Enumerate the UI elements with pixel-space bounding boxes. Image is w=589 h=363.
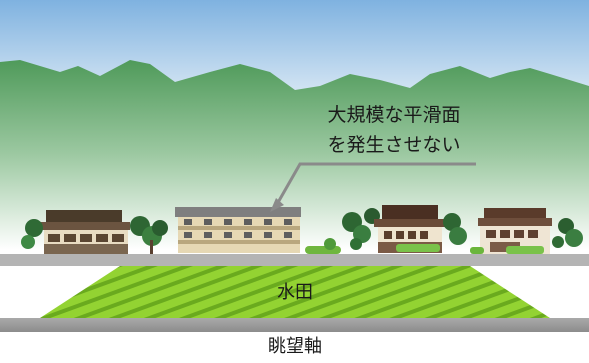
apartment-building — [175, 207, 301, 253]
trees-left — [21, 216, 168, 254]
callout-text-line1: 大規模な平滑面 — [327, 104, 461, 126]
callout-arrowhead — [270, 198, 284, 212]
rice-field-label: 水田 — [277, 282, 313, 303]
house-center-right — [374, 205, 446, 253]
trees-right — [443, 213, 583, 248]
road-strip — [0, 254, 589, 266]
shrubs-middle — [305, 238, 341, 254]
callout-text-line2: を発生させない — [327, 134, 461, 156]
house-left — [40, 210, 130, 254]
rice-field — [40, 266, 550, 318]
mountains — [0, 60, 589, 250]
view-axis-label: 眺望軸 — [268, 336, 322, 357]
house-right — [470, 208, 552, 254]
callout-leader-line — [274, 162, 476, 207]
view-axis-band — [0, 318, 589, 332]
